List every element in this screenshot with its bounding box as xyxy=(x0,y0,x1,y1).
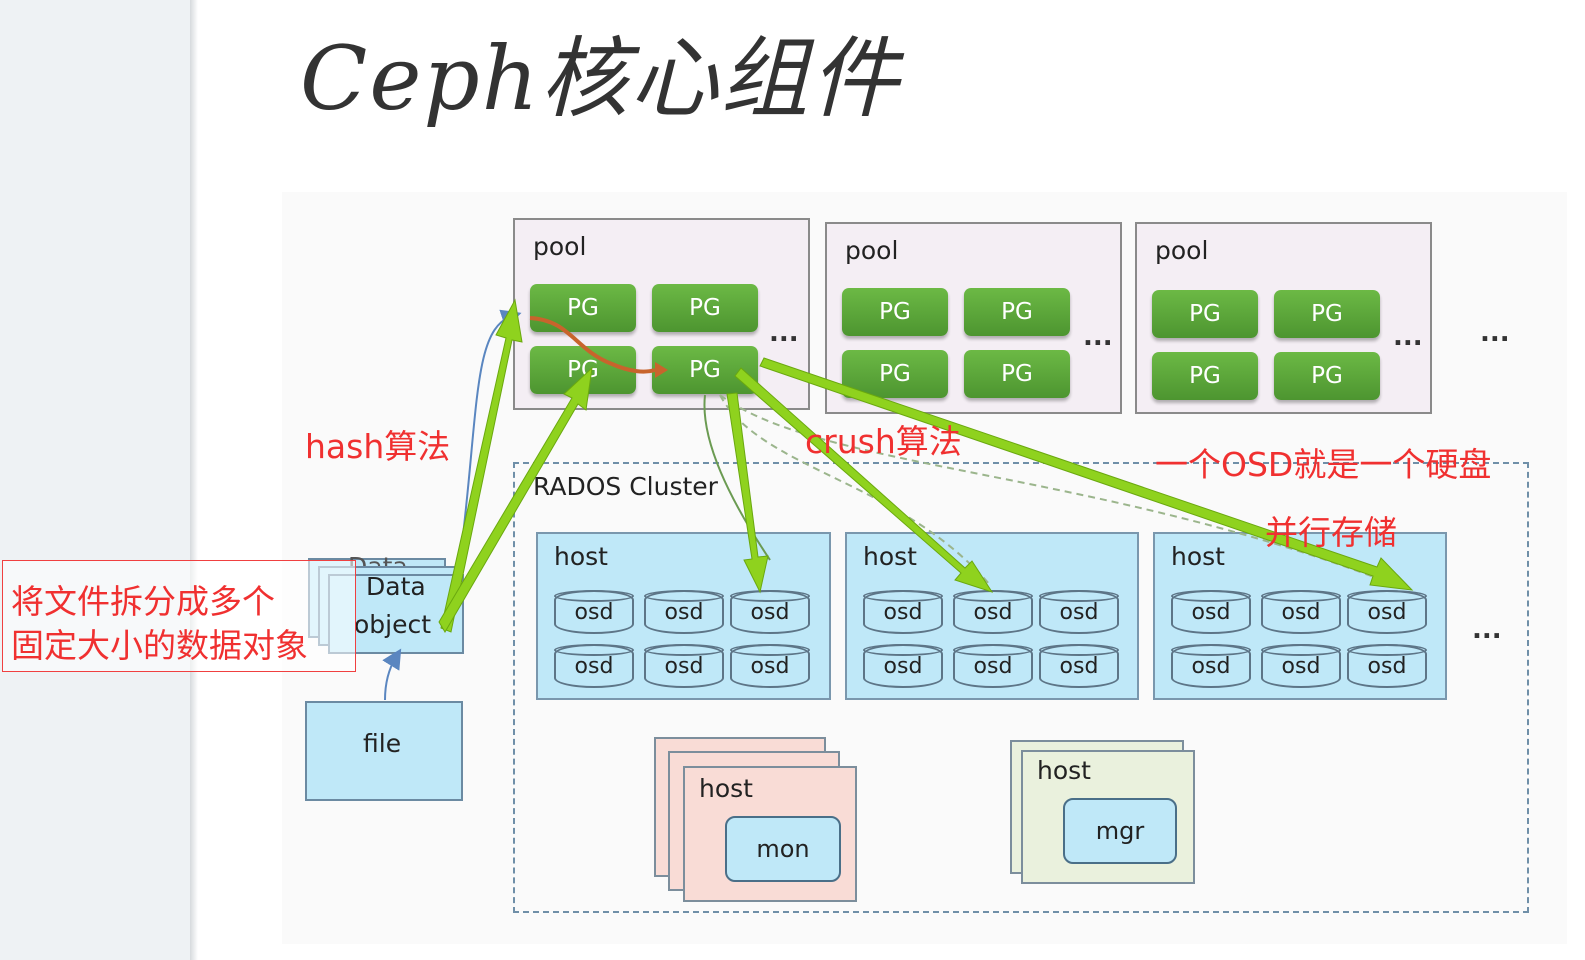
osd-disk: osd xyxy=(863,590,943,634)
osd-disk: osd xyxy=(953,590,1033,634)
hash-curve-head xyxy=(655,362,668,378)
pg-box: PG xyxy=(530,284,636,332)
cluster-label: RADOS Cluster xyxy=(533,472,718,501)
pool-ellipsis: ... xyxy=(1083,322,1113,352)
host-label: host xyxy=(1171,542,1225,571)
page-title: Ceph核心组件 xyxy=(300,27,901,130)
pg-box: PG xyxy=(842,350,948,398)
osd-disk: osd xyxy=(953,644,1033,688)
crush-annotation: crush算法 xyxy=(805,422,962,461)
dashed-path-2 xyxy=(719,394,1396,586)
pg-box: PG xyxy=(842,288,948,336)
pg-box: PG xyxy=(1152,290,1258,338)
mon-host: host mon xyxy=(683,766,857,902)
left-sidebar-strip xyxy=(0,0,190,960)
osd-disk: osd xyxy=(1347,644,1427,688)
green-arrow-3 xyxy=(726,392,769,594)
osd-disk: osd xyxy=(1039,590,1119,634)
green-arrow-2 xyxy=(438,366,593,633)
pool-label: pool xyxy=(533,232,587,261)
osd-disk: osd xyxy=(1261,644,1341,688)
osd-disk: osd xyxy=(863,644,943,688)
data-object-line2: object xyxy=(354,610,432,639)
green-arrow-5 xyxy=(759,357,1414,591)
parallel-annotation: 并行存储 xyxy=(1265,513,1397,552)
mgr-box: mgr xyxy=(1063,798,1177,864)
pools-ellipsis: ... xyxy=(1480,318,1510,348)
pool-1: pool PG PG PG PG ... xyxy=(513,218,810,410)
mgr-host: host mgr xyxy=(1021,750,1195,884)
osd-host-1: host osd osd osd osd osd osd xyxy=(536,532,831,700)
green-arrow-4 xyxy=(734,367,994,593)
osd-disk: osd xyxy=(644,644,724,688)
file-box: file xyxy=(305,701,463,801)
pg-box: PG xyxy=(1152,352,1258,400)
osd-disk: osd xyxy=(730,644,810,688)
host-label: host xyxy=(554,542,608,571)
split-note-line2: 固定大小的数据对象 xyxy=(11,626,308,665)
split-note-line1: 将文件拆分成多个 xyxy=(11,582,275,621)
split-note-box: 将文件拆分成多个 固定大小的数据对象 xyxy=(2,560,356,672)
sidebar-shadow xyxy=(190,0,198,960)
osd-disk: osd xyxy=(1171,590,1251,634)
osd-disk: osd xyxy=(1039,644,1119,688)
host-label: host xyxy=(863,542,917,571)
hash-annotation: hash算法 xyxy=(305,427,451,466)
osd-disk: osd xyxy=(1171,644,1251,688)
pg-box: PG xyxy=(1274,290,1380,338)
file-to-object-arrow xyxy=(382,648,402,701)
pg-box: PG xyxy=(964,350,1070,398)
pool-ellipsis: ... xyxy=(1393,322,1423,352)
host-label: host xyxy=(699,774,753,803)
pool-2: pool PG PG PG PG ... xyxy=(825,222,1122,414)
pg-box: PG xyxy=(964,288,1070,336)
host-label: host xyxy=(1037,756,1091,785)
hash-curve xyxy=(529,316,656,374)
hosts-ellipsis: ... xyxy=(1472,615,1502,645)
green-arrow-1 xyxy=(440,298,523,633)
osd-host-3: host osd osd osd osd osd osd xyxy=(1153,532,1447,700)
pool-3: pool PG PG PG PG ... xyxy=(1135,222,1432,414)
osd-disk: osd xyxy=(1261,590,1341,634)
mon-box: mon xyxy=(725,816,841,882)
rados-cluster: RADOS Cluster xyxy=(513,462,1529,913)
osd-disk: osd xyxy=(1347,590,1427,634)
pg-box: PG xyxy=(652,284,758,332)
pool-label: pool xyxy=(1155,236,1209,265)
solid-path-1 xyxy=(703,394,771,561)
pg-box: PG xyxy=(1274,352,1380,400)
data-object-line1: Data xyxy=(366,572,426,601)
osd-note-annotation: 一个OSD就是一个硬盘 xyxy=(1155,445,1492,484)
osd-host-2: host osd osd osd osd osd osd xyxy=(845,532,1139,700)
pool-ellipsis: ... xyxy=(769,318,799,348)
pool-label: pool xyxy=(845,236,899,265)
osd-disk: osd xyxy=(554,590,634,634)
file-label: file xyxy=(363,729,402,758)
osd-disk: osd xyxy=(730,590,810,634)
osd-disk: osd xyxy=(554,644,634,688)
dashed-path-1 xyxy=(719,394,991,586)
osd-disk: osd xyxy=(644,590,724,634)
